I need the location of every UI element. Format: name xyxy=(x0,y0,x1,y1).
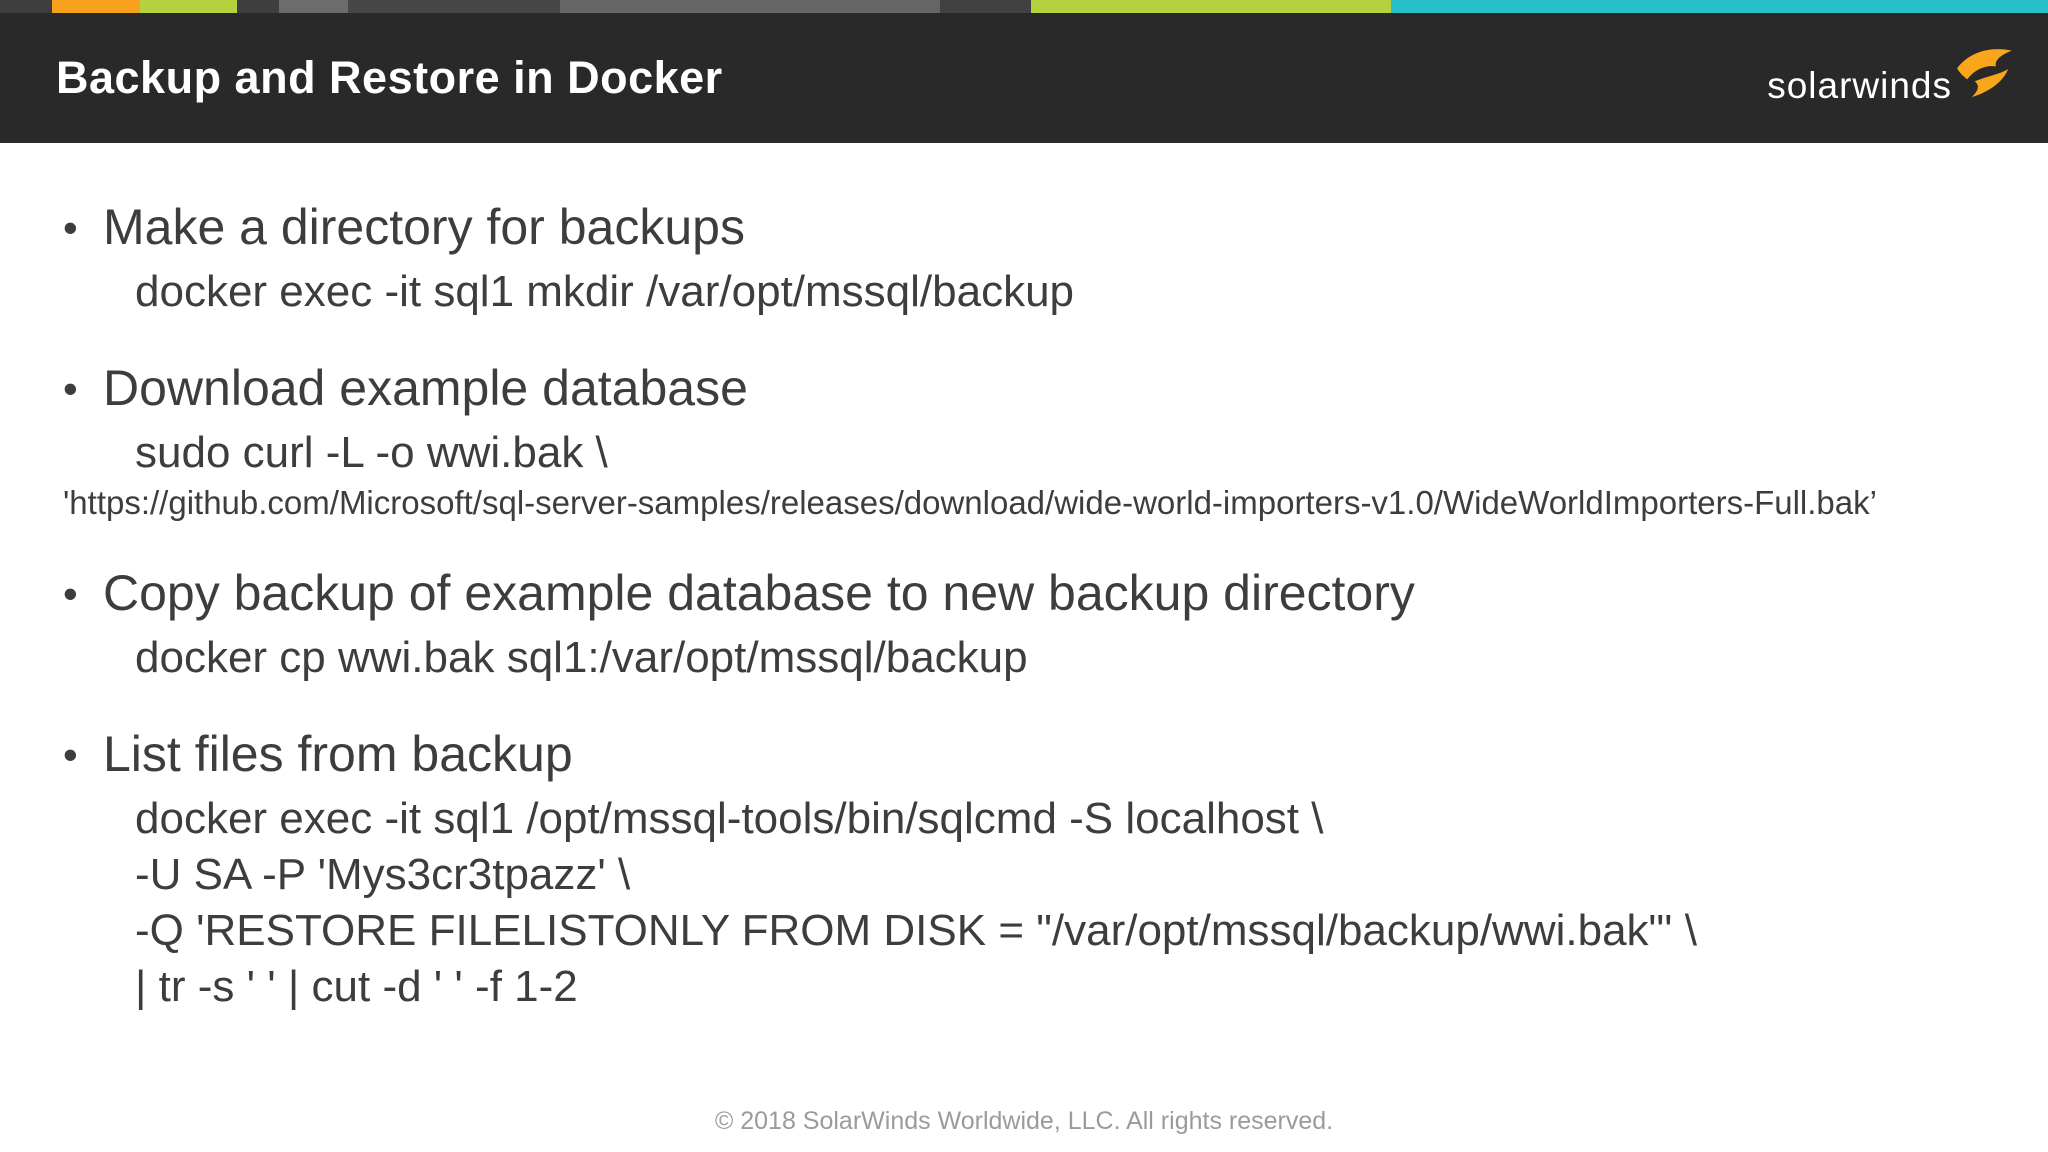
slide-footer: © 2018 SolarWinds Worldwide, LLC. All ri… xyxy=(0,1107,2048,1136)
code-line: -U SA -P 'Mys3cr3tpazz' \ xyxy=(135,850,631,899)
bullet-label: • Make a directory for backups xyxy=(63,199,2008,256)
slide-title: Backup and Restore in Docker xyxy=(56,52,723,103)
bullet-text: Make a directory for backups xyxy=(103,199,745,255)
bullet-marker: • xyxy=(63,204,78,251)
strip-segment xyxy=(1391,0,2048,13)
strip-segment xyxy=(52,0,140,13)
bullet-marker: • xyxy=(63,365,78,412)
bullet-label: • Download example database xyxy=(63,360,2008,417)
code-line: 'https://github.com/Microsoft/sql-server… xyxy=(63,484,1877,521)
bullet-text: Copy backup of example database to new b… xyxy=(103,565,1415,621)
strip-segment xyxy=(237,0,279,13)
bullet-text: Download example database xyxy=(103,360,748,416)
bullet-label: • Copy backup of example database to new … xyxy=(63,565,2008,622)
code-line: docker cp wwi.bak sql1:/var/opt/mssql/ba… xyxy=(135,633,1028,682)
copyright-text: © 2018 SolarWinds Worldwide, LLC. All ri… xyxy=(714,1107,1334,1135)
bullet-text: List files from backup xyxy=(103,726,573,782)
bullet-item: • Download example database sudo curl -L -… xyxy=(63,360,2008,525)
code-line: | tr -s ' ' | cut -d ' ' -f 1-2 xyxy=(135,962,578,1011)
slide-body: • Make a directory for backups docker exec… xyxy=(0,143,2048,1015)
code-line: -Q 'RESTORE FILELISTONLY FROM DISK = "/v… xyxy=(135,906,1698,955)
bullet-marker: • xyxy=(63,731,78,778)
solarwinds-logo: solarwinds xyxy=(1767,46,2014,110)
strip-segment xyxy=(940,0,1031,13)
bullet-item: • Make a directory for backups docker exec… xyxy=(63,199,2008,320)
code-line: docker exec -it sql1 /opt/mssql-tools/bi… xyxy=(135,794,1324,843)
strip-segment xyxy=(140,0,237,13)
bullet-label: • List files from backup xyxy=(63,726,2008,783)
strip-segment xyxy=(279,0,348,13)
slide-header: Backup and Restore in Docker solarwinds xyxy=(0,13,2048,143)
code-line: docker exec -it sql1 mkdir /var/opt/mssq… xyxy=(135,267,1075,316)
bullet-marker: • xyxy=(63,570,78,617)
bullet-item: • Copy backup of example database to new … xyxy=(63,565,2008,686)
bullet-item: • List files from backup docker exec -it s… xyxy=(63,726,2008,1015)
top-color-strip xyxy=(0,0,2048,13)
code-line: sudo curl -L -o wwi.bak \ xyxy=(135,428,608,477)
strip-segment xyxy=(560,0,940,13)
strip-segment xyxy=(348,0,560,13)
solarwinds-swoosh-icon xyxy=(1957,49,2012,98)
strip-segment xyxy=(0,0,52,13)
solarwinds-logo-text: solarwinds xyxy=(1767,65,1952,106)
strip-segment xyxy=(1031,0,1391,13)
